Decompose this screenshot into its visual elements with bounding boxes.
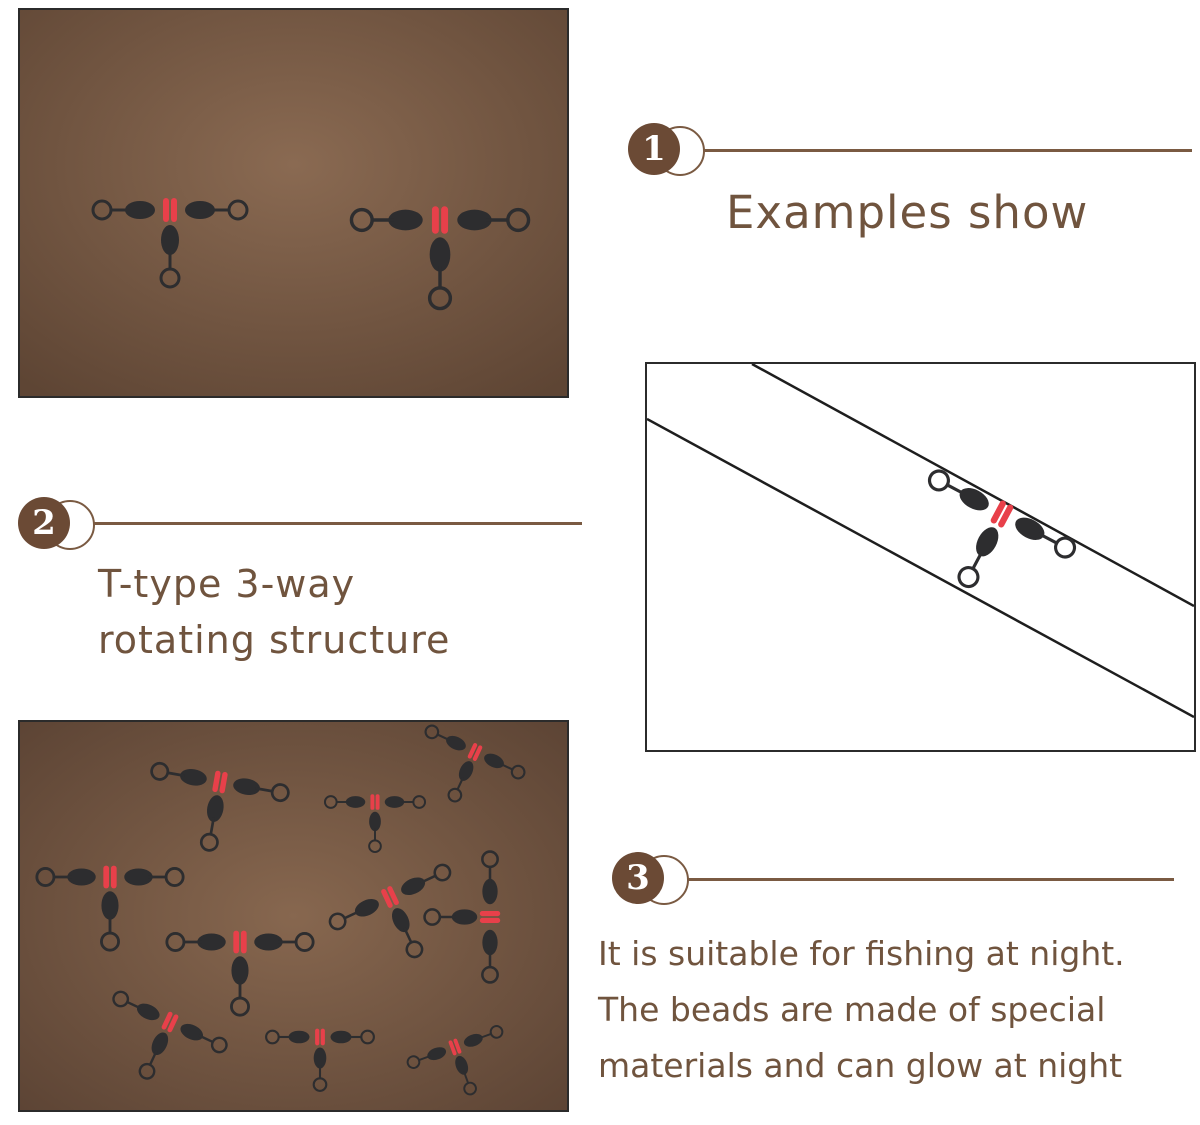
swivel-illustration	[165, 930, 315, 1017]
caption-line: It is suitable for fishing at night.	[598, 934, 1125, 973]
step-badge-2: 2	[18, 497, 96, 555]
photo-many-swivels	[18, 720, 569, 1112]
swivel-illustration	[349, 206, 531, 311]
section-divider-line	[688, 878, 1174, 881]
swivel-illustration	[406, 1025, 504, 1096]
swivel-illustration	[323, 794, 427, 854]
swivel-illustration	[112, 990, 228, 1080]
product-photo-image	[20, 10, 567, 396]
swivel-illustration	[35, 865, 185, 952]
photo-two-swivels	[18, 8, 569, 398]
caption-line: The beads are made of special	[598, 990, 1106, 1029]
caption-line: rotating structure	[98, 618, 451, 662]
caption-line: Examples show	[726, 186, 1089, 239]
caption-line: T-type 3-way	[98, 562, 356, 606]
swivel-illustration	[927, 469, 1077, 589]
product-photo-image	[20, 722, 567, 1110]
product-photo-image	[647, 364, 1194, 750]
swivel-illustration	[424, 724, 526, 803]
step-number: 3	[626, 858, 650, 898]
caption-night-fishing: It is suitable for fishing at night. The…	[598, 926, 1125, 1094]
photo-swivel-on-line	[645, 362, 1196, 752]
section-divider-line	[704, 149, 1192, 152]
caption-line: materials and can glow at night	[598, 1046, 1123, 1085]
swivel-illustration	[423, 850, 501, 984]
swivel-illustration	[150, 761, 290, 852]
swivel-illustration	[328, 863, 452, 959]
section-divider-line	[94, 522, 582, 525]
step-number: 2	[32, 503, 56, 543]
caption-examples: Examples show	[726, 186, 1088, 239]
step-number: 1	[642, 129, 666, 169]
badge-circles-icon	[18, 497, 95, 550]
swivel-illustration	[91, 198, 249, 289]
step-badge-3: 3	[612, 852, 690, 910]
swivel-illustration	[265, 1028, 375, 1092]
step-badge-1: 1	[628, 123, 706, 181]
caption-structure: T-type 3-way rotating structure	[98, 556, 450, 668]
